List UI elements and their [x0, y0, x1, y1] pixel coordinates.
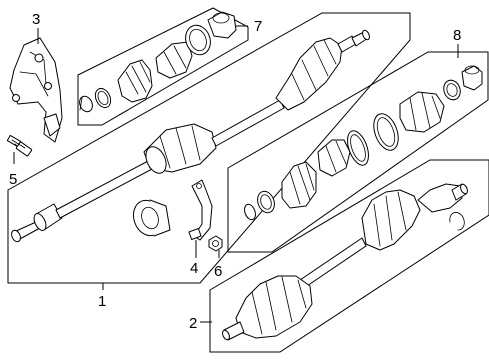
callout-8: 8 — [453, 27, 461, 44]
boot-kit-box-7 — [77, 7, 249, 126]
bolt-part-5 — [6, 134, 33, 157]
callout-3: 3 — [32, 11, 40, 28]
bearing-seal — [132, 199, 171, 237]
axle-shaft-part-1 — [11, 29, 370, 243]
callout-7: 7 — [254, 18, 262, 35]
callout-6: 6 — [214, 263, 222, 280]
boot-kit-7 — [79, 11, 237, 113]
callout-4: 4 — [190, 260, 198, 277]
axle-box-2 — [209, 159, 489, 353]
callout-5: 5 — [9, 171, 17, 188]
clamp-bracket-part-4 — [188, 179, 213, 241]
bracket-part-3 — [9, 37, 63, 143]
callout-1: 1 — [98, 293, 106, 310]
boot-kit-box-8 — [227, 51, 489, 253]
axle-box-1 — [7, 12, 411, 284]
nut-part-6 — [208, 235, 223, 252]
boot-kit-8 — [244, 65, 483, 221]
callout-2: 2 — [189, 315, 197, 332]
leader-lines — [13, 25, 459, 323]
axle-shaft-part-2 — [222, 183, 468, 341]
